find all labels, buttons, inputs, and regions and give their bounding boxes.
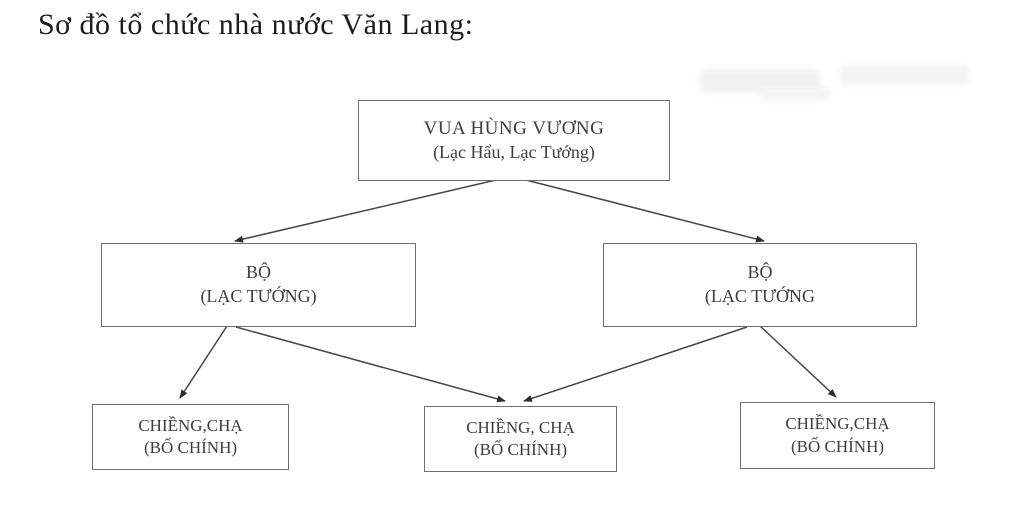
arrow-bo-left-to-chieng-left: [179, 325, 228, 399]
node-title: VUA HÙNG VƯƠNG: [423, 118, 605, 140]
arrow-root-to-bo-left: [234, 178, 501, 243]
node-title: CHIỀNG,CHẠ: [138, 415, 243, 435]
arrow-bo-right-to-chieng-mid: [523, 326, 748, 402]
ghost-artifact: [760, 88, 830, 100]
node-title: BỘ: [245, 262, 271, 283]
arrow-bo-right-to-chieng-right: [759, 325, 837, 398]
arrow-bo-left-to-chieng-mid: [235, 326, 506, 403]
node-subtitle: (Lạc Hẩu, Lạc Tướng): [433, 142, 595, 163]
node-subtitle: (BỐ CHÍNH): [790, 436, 885, 456]
node-chieng-cha-right: CHIỀNG,CHẠ (BỐ CHÍNH): [740, 402, 935, 469]
node-subtitle: (LẠC TƯỚNG: [704, 286, 816, 306]
node-subtitle: (BỐ CHÍNH): [143, 438, 238, 457]
ghost-artifact: [840, 66, 970, 84]
node-title: CHIỀNG, CHẠ: [466, 417, 575, 437]
node-title: BỘ: [747, 262, 773, 283]
node-subtitle: (LẠC TƯỚNG): [200, 286, 317, 306]
node-vua-hung-vuong: VUA HÙNG VƯƠNG (Lạc Hẩu, Lạc Tướng): [358, 100, 670, 181]
node-title: CHIỀNG,CHẠ: [785, 414, 890, 434]
arrow-root-to-bo-right: [521, 178, 765, 243]
node-subtitle: (BỐ CHÍNH): [473, 440, 568, 459]
page-title: Sơ đồ tổ chức nhà nước Văn Lang:: [38, 8, 474, 41]
node-chieng-cha-middle: CHIỀNG, CHẠ (BỐ CHÍNH): [424, 406, 617, 472]
node-bo-right: BỘ (LẠC TƯỚNG: [603, 243, 917, 327]
node-chieng-cha-left: CHIỀNG,CHẠ (BỐ CHÍNH): [92, 404, 289, 470]
node-bo-left: BỘ (LẠC TƯỚNG): [101, 243, 416, 327]
ghost-artifact: [700, 70, 820, 92]
